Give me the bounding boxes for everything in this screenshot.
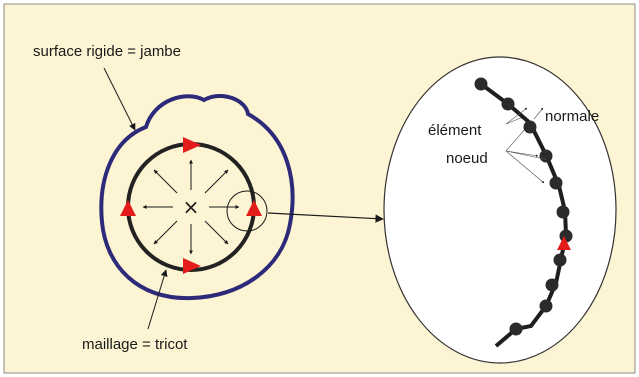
surface-pointer (103, 67, 136, 131)
leg-surface-outline (99, 94, 295, 301)
node (553, 253, 567, 267)
node (539, 299, 553, 313)
triangle-top (183, 137, 201, 153)
label-mesh: maillage = tricot (82, 336, 188, 353)
zoomed-view: élément normale noeud (383, 56, 617, 364)
label-normal: normale (545, 108, 599, 125)
node (509, 322, 523, 336)
triangle-left (120, 200, 136, 216)
triangle-bottom (183, 258, 201, 274)
triangle-zoom (557, 236, 571, 250)
node (539, 149, 553, 163)
node (474, 77, 488, 91)
triangle-right (246, 200, 262, 216)
zoom-ellipse (383, 56, 617, 364)
node (556, 205, 570, 219)
leg-cross-section: × (99, 94, 295, 301)
radial-arrows (142, 159, 240, 255)
zoom-circle (226, 190, 268, 232)
mesh-nodes (474, 77, 573, 336)
node (549, 176, 563, 190)
label-surface: surface rigide = jambe (33, 43, 181, 60)
node (501, 97, 515, 111)
center-mark: × (183, 195, 200, 219)
pointer-lines (505, 107, 550, 184)
label-node: noeud (446, 150, 488, 167)
zoom-arrow (267, 212, 384, 223)
node (523, 120, 537, 134)
node (545, 278, 559, 292)
mesh-pointer (147, 269, 168, 330)
label-element: élément (428, 122, 482, 139)
